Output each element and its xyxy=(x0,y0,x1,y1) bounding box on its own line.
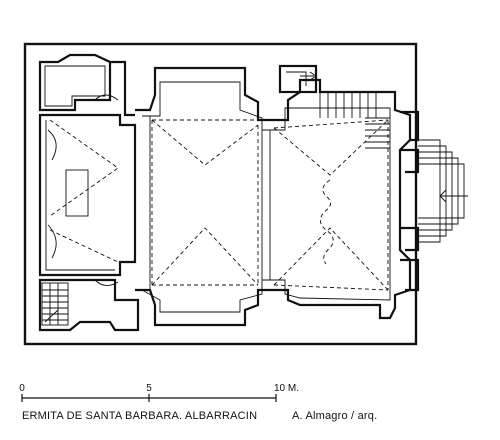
north-west-room xyxy=(38,53,112,112)
stair-arrow-sw xyxy=(44,309,59,323)
presbytery xyxy=(38,113,137,277)
scale-label-10: 10 M. xyxy=(274,383,299,394)
vault-1-south xyxy=(151,227,259,286)
drawing-title: ERMITA DE SANTA BARBARA. ALBARRACIN xyxy=(22,410,258,422)
stair-treads-sw xyxy=(42,283,68,325)
nw-wall xyxy=(110,60,135,117)
presbytery-vault-lines xyxy=(49,119,119,263)
nave-inner-wall xyxy=(141,81,391,313)
buttress-e1 xyxy=(400,148,420,174)
ne-stair-arrow xyxy=(300,71,317,81)
vault-transverse xyxy=(152,119,389,291)
buttress-se xyxy=(400,258,420,292)
choir-outline xyxy=(320,179,334,265)
door-swing-nw xyxy=(94,94,119,101)
buttress-e2 xyxy=(400,226,420,252)
buttress-ne xyxy=(400,110,420,142)
vault-2-north xyxy=(273,119,389,176)
scale-bar: 0 5 10 M. xyxy=(19,383,299,402)
scale-label-5: 5 xyxy=(146,383,152,394)
entrance-arrow xyxy=(439,189,468,203)
ne-stair-landing xyxy=(365,117,390,149)
north-west-room-inner xyxy=(44,65,106,107)
vault-1-north xyxy=(151,119,259,166)
scale-label-0: 0 xyxy=(19,383,25,394)
site-boundary xyxy=(23,42,418,346)
presbytery-niches xyxy=(47,129,57,259)
drawing-author: A. Almagro / arq. xyxy=(292,410,378,422)
stair-sw xyxy=(41,282,69,326)
south-west-room xyxy=(38,278,140,332)
ne-stair-room xyxy=(278,64,318,94)
nave-outer-wall xyxy=(135,66,412,327)
ne-stair-treads xyxy=(319,92,377,118)
vault-2-south xyxy=(273,227,389,291)
altar xyxy=(65,169,89,217)
entrance-steps xyxy=(418,139,465,243)
ne-stair-path xyxy=(286,71,307,86)
door-swing-sw xyxy=(94,279,119,286)
vault-1-edges xyxy=(151,120,259,285)
presbytery-inner xyxy=(45,120,115,271)
